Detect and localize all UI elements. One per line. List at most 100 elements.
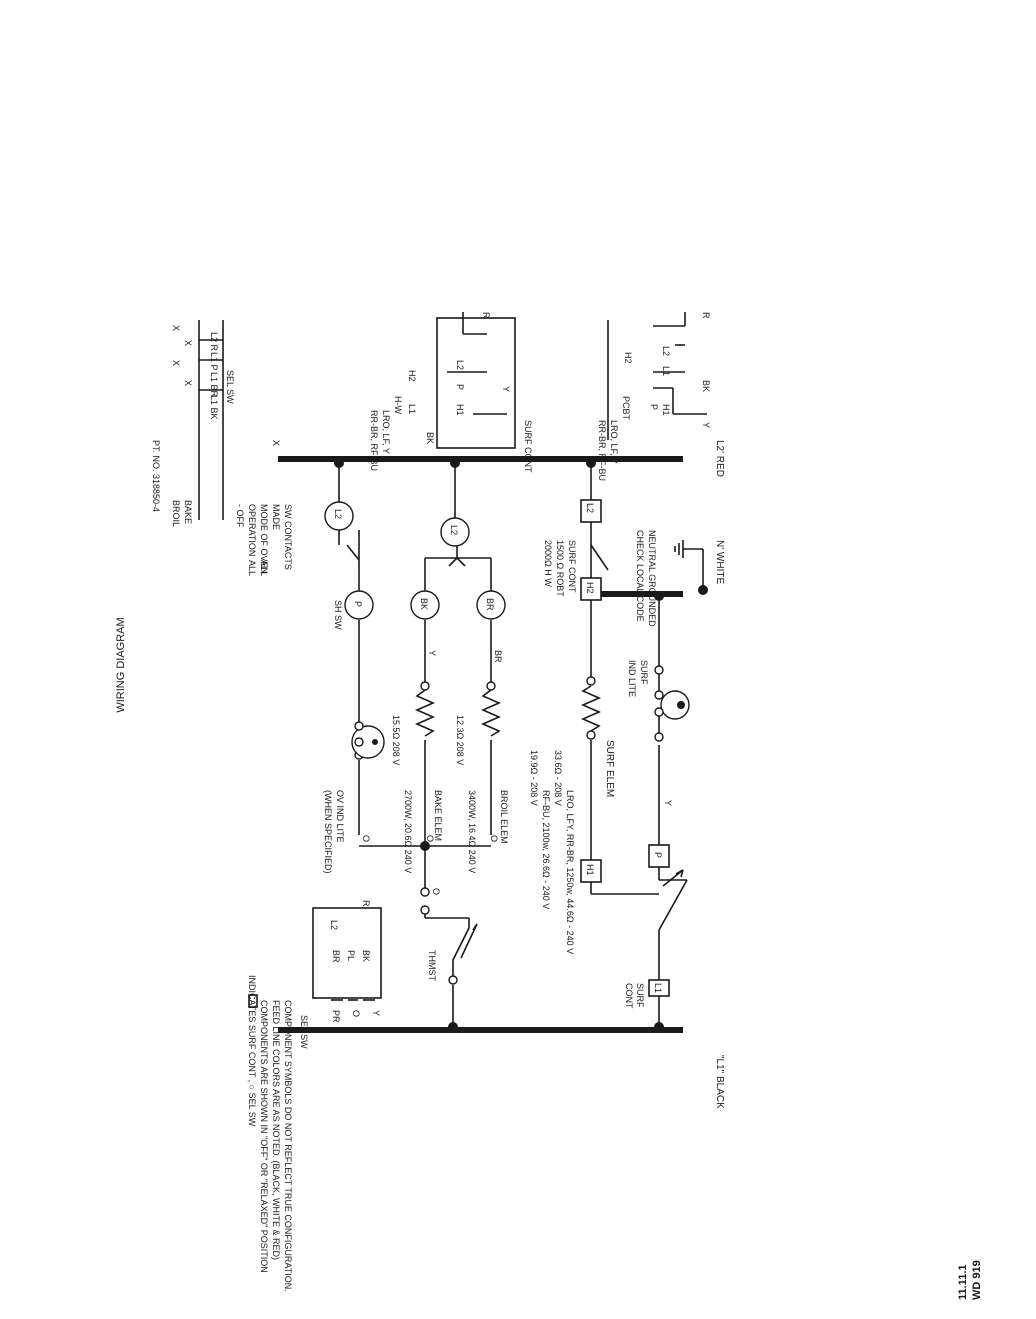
surf-cont-l2-label: L2 bbox=[585, 503, 595, 513]
legend-off: - OFF bbox=[235, 504, 245, 528]
surf-cont-label-line-1: SURF bbox=[635, 983, 645, 1008]
thmst-label: THMST bbox=[427, 950, 437, 981]
detail1-lead-bk: BK bbox=[701, 380, 711, 392]
ov-ind-lite bbox=[351, 725, 385, 759]
detail2-code-3: RR-BR, RF-BU bbox=[369, 410, 379, 471]
legend-header-3: X bbox=[271, 440, 281, 446]
sel-sw-pr-term: PR bbox=[331, 1010, 341, 1023]
legend-all-1: ALL bbox=[259, 560, 269, 576]
surf-cont-label-line-2: CONT bbox=[624, 983, 634, 1009]
surf-cont-h1-label: H1 bbox=[585, 864, 595, 876]
detail2-title: SURF CONT bbox=[523, 420, 533, 473]
legend-mark-bake-1: X bbox=[183, 380, 193, 386]
broil-elem-resistor bbox=[481, 689, 501, 737]
legend-mark-broil-2: X bbox=[171, 360, 181, 366]
broil-elem-spec-1: 3400W, 16.4Ω 240 V bbox=[467, 790, 477, 873]
detail2-term-p: P bbox=[455, 384, 465, 390]
detail1-code-2: LRO, LF, Y bbox=[609, 420, 619, 464]
surf-cont-indicator-symbol bbox=[248, 994, 258, 1008]
main-circuit: "L1" BLACK N' WHITE L2' RED NEUTRAL GROU… bbox=[247, 440, 725, 1292]
legend-header-1: SW CONTACTS bbox=[283, 504, 293, 570]
thmst-terminal-o: O bbox=[431, 888, 441, 895]
legend-header-2: MADE bbox=[271, 504, 281, 530]
bake-elem-resistor bbox=[415, 689, 435, 737]
surf-ind-lite-branch: Y SURF IND LITE bbox=[627, 600, 690, 845]
sel-sw-l2a-label: L2 bbox=[449, 525, 459, 535]
legend-mark-bake-3: X bbox=[183, 340, 193, 346]
l2-bus-label: L2' RED bbox=[714, 440, 725, 477]
detail2-code-2: LRO, LF, Y bbox=[381, 410, 391, 454]
sel-sw-bk-label: BK bbox=[419, 598, 429, 610]
detail2-lead-y: Y bbox=[501, 386, 511, 392]
page-reference-line-1: 11.11.1 bbox=[957, 1265, 969, 1301]
legend-sel-sw: SEL SW bbox=[225, 370, 235, 404]
surf-cont-p-label: P bbox=[653, 852, 663, 858]
detail2-term-h2: H2 bbox=[407, 370, 417, 382]
ground-note-line-1: NEUTRAL GROUNDED bbox=[647, 530, 657, 627]
detail1-code-3: RR-BR, RF-BU bbox=[597, 420, 607, 481]
broil-elem-label: BROIL ELEM bbox=[499, 790, 509, 844]
surf-elem-spec-2: RF-BU, 2100w, 26.6Ω - 240 V bbox=[541, 790, 551, 909]
sel-sw-box bbox=[312, 907, 382, 999]
sel-sw-legend: SW CONTACTS MADE X MODE OF OVEN OPERATIO… bbox=[151, 320, 293, 576]
n-bus-label: N' WHITE bbox=[714, 540, 725, 584]
sel-sw-pl-term: PL bbox=[346, 950, 356, 961]
detail1-lead-y: Y bbox=[701, 422, 711, 428]
svg-text:O: O bbox=[425, 835, 435, 842]
diagram-title: WIRING DIAGRAM bbox=[115, 617, 127, 712]
surf-lite-wire-label: Y bbox=[663, 800, 673, 806]
legend-col-2: L1 BR bbox=[209, 372, 219, 398]
l1-bus-label: "L1" BLACK bbox=[714, 1055, 725, 1109]
sel-sw-br-term: BR bbox=[331, 950, 341, 963]
broil-wire-label: BR bbox=[493, 650, 503, 663]
legend-all-2: ALL bbox=[247, 560, 257, 576]
sel-sw-detail: BK PL BR R L2 Y O PR SEL SW bbox=[299, 900, 382, 1049]
legend-col-1: L1 BK bbox=[209, 395, 219, 420]
detail2-code-1: H-W bbox=[393, 396, 403, 414]
surf-cont-spec-2: 1500 Ω ROBT bbox=[555, 540, 565, 597]
sel-sw-label: SEL SW bbox=[299, 1015, 309, 1049]
ov-lite-label-line-1: OV IND LITE bbox=[335, 790, 345, 843]
sel-sw-l2-term: L2 bbox=[329, 920, 339, 930]
detail2-term-l1: L1 bbox=[407, 404, 417, 414]
bake-elem-label: BAKE ELEM bbox=[433, 790, 443, 841]
surf-elem-spec-1: LRO, LFY, RR-BR, 1250w, 44.6Ω - 240 V bbox=[565, 790, 575, 954]
surf-ind-lite bbox=[660, 690, 690, 720]
legend-col-3: L1 P bbox=[209, 352, 219, 371]
detail2-term-h1: H1 bbox=[455, 404, 465, 416]
legend-row-bake: BAKE bbox=[183, 500, 193, 524]
sh-sw-label: SH SW bbox=[333, 600, 343, 630]
ground-note-line-2: CHECK LOCAL CODE bbox=[635, 530, 645, 622]
svg-text:O: O bbox=[361, 835, 371, 842]
surf-cont-detail-2: SURF CONT Y BK R H1 P L2 L1 H2 H-W LRO, … bbox=[369, 312, 533, 473]
thmst-contact bbox=[452, 918, 470, 976]
sel-sw-r-term: R bbox=[361, 900, 371, 907]
detail1-term-p: P bbox=[649, 404, 659, 410]
detail2-term-l2: L2 bbox=[455, 360, 465, 370]
detail1-term-h1: H1 bbox=[661, 404, 671, 416]
broil-elem-branch: BR BROIL ELEM 3400W, 16.4Ω 240 V 12.3Ω 2… bbox=[425, 557, 509, 873]
surf-elem-branch: H2 L2 SURF ELEM LRO, LFY, RR-BR, 1250w, … bbox=[529, 463, 615, 954]
surf-elem-spec-1b: 33.6Ω - 208 V bbox=[553, 750, 563, 806]
bake-wire-label: Y bbox=[427, 650, 437, 656]
surf-elem-label: SURF ELEM bbox=[604, 740, 615, 797]
note-3: COMPONENTS ARE SHOWN IN "OFF" OR "RELAXE… bbox=[259, 1000, 269, 1273]
note-1: COMPONENT SYMBOLS DO NOT REFLECT TRUE CO… bbox=[283, 1000, 293, 1292]
sel-sw-bk-term: BK bbox=[361, 950, 371, 962]
legend-part-no: PT. NO. 318850-4 bbox=[151, 440, 161, 512]
sel-sw-o-term: O bbox=[351, 1010, 361, 1017]
surf-cont-switch: L1 SURF CONT P H1 bbox=[580, 844, 688, 1027]
surf-cont-spec-3: 2000Ω H W bbox=[543, 540, 553, 587]
legend-mode-2: OPERATION bbox=[247, 504, 257, 556]
detail2-frame bbox=[436, 317, 516, 449]
surf-cont-spec-1: SURF CONT bbox=[567, 540, 577, 593]
note-4: INDICATES SURF CONT , ○ SEL SW bbox=[247, 975, 257, 1127]
detail1-lead-r: R bbox=[701, 312, 711, 319]
detail2-lead-r: R bbox=[481, 312, 491, 319]
surf-lite-label-line-1: SURF bbox=[639, 660, 649, 685]
note-2: FEED LINE COLORS ARE AS NOTED. (BLACK, W… bbox=[271, 1000, 281, 1260]
ov-lite-label-line-2: (WHEN SPECIFIED) bbox=[323, 790, 333, 874]
detail2-lead-bk: BK bbox=[425, 432, 435, 444]
thermostat: THMST O bbox=[420, 841, 478, 1027]
